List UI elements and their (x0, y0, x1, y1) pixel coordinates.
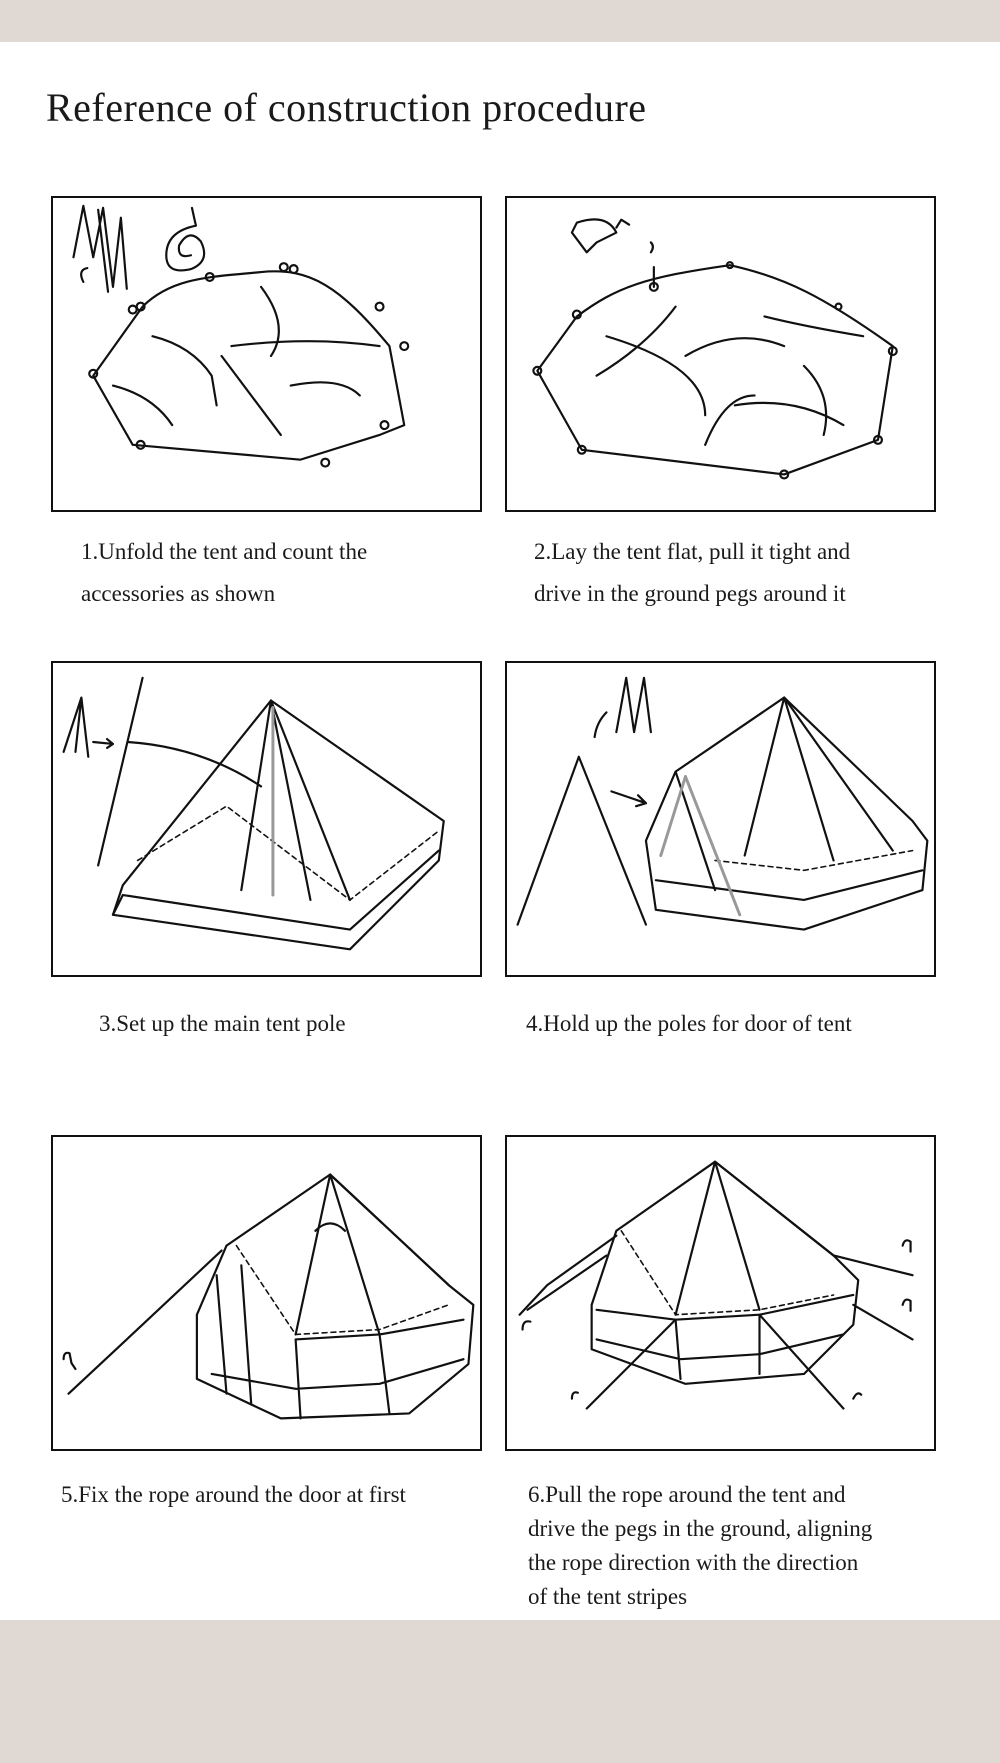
step-6-caption: 6.Pull the rope around the tent and driv… (528, 1478, 872, 1614)
staked-flat-tent-icon (532, 218, 898, 480)
caption-line: drive the pegs in the ground, aligning (528, 1516, 873, 1541)
tent-door-poles-icon (516, 676, 929, 931)
top-band (0, 0, 1000, 42)
step-5-caption: 5.Fix the rope around the door at first (61, 1474, 406, 1516)
step-1-illustration (51, 196, 482, 512)
caption-line: 6.Pull the rope around the tent and (528, 1482, 846, 1507)
caption-line: 4.Hold up the poles for door of tent (526, 1011, 852, 1036)
step-6-illustration (505, 1135, 936, 1451)
step-1-caption: 1.Unfold the tent and count the accessor… (81, 531, 367, 615)
caption-line: 1.Unfold the tent and count the (81, 539, 368, 564)
caption-line: 3.Set up the main tent pole (99, 1011, 346, 1036)
page-title: Reference of construction procedure (46, 85, 647, 130)
flat-tent-with-accessories-icon (72, 204, 410, 468)
step-4-caption: 4.Hold up the poles for door of tent (526, 1003, 852, 1045)
caption-line: of the tent stripes (528, 1584, 688, 1609)
caption-line: 5.Fix the rope around the door at first (61, 1482, 406, 1507)
tent-guy-ropes-icon (518, 1160, 914, 1410)
step-2-caption: 2.Lay the tent flat, pull it tight and d… (534, 531, 850, 615)
step-4-illustration (505, 661, 936, 977)
caption-line: accessories as shown (81, 581, 276, 606)
step-2-illustration (505, 196, 936, 512)
bottom-band (0, 1620, 1000, 1763)
step-3-illustration (51, 661, 482, 977)
caption-line: 2.Lay the tent flat, pull it tight and (534, 539, 851, 564)
caption-line: drive in the ground pegs around it (534, 581, 846, 606)
caption-line: the rope direction with the direction (528, 1550, 859, 1575)
tent-main-pole-icon (62, 676, 445, 951)
step-5-illustration (51, 1135, 482, 1451)
tent-door-rope-icon (62, 1173, 475, 1420)
step-3-caption: 3.Set up the main tent pole (99, 1003, 346, 1045)
